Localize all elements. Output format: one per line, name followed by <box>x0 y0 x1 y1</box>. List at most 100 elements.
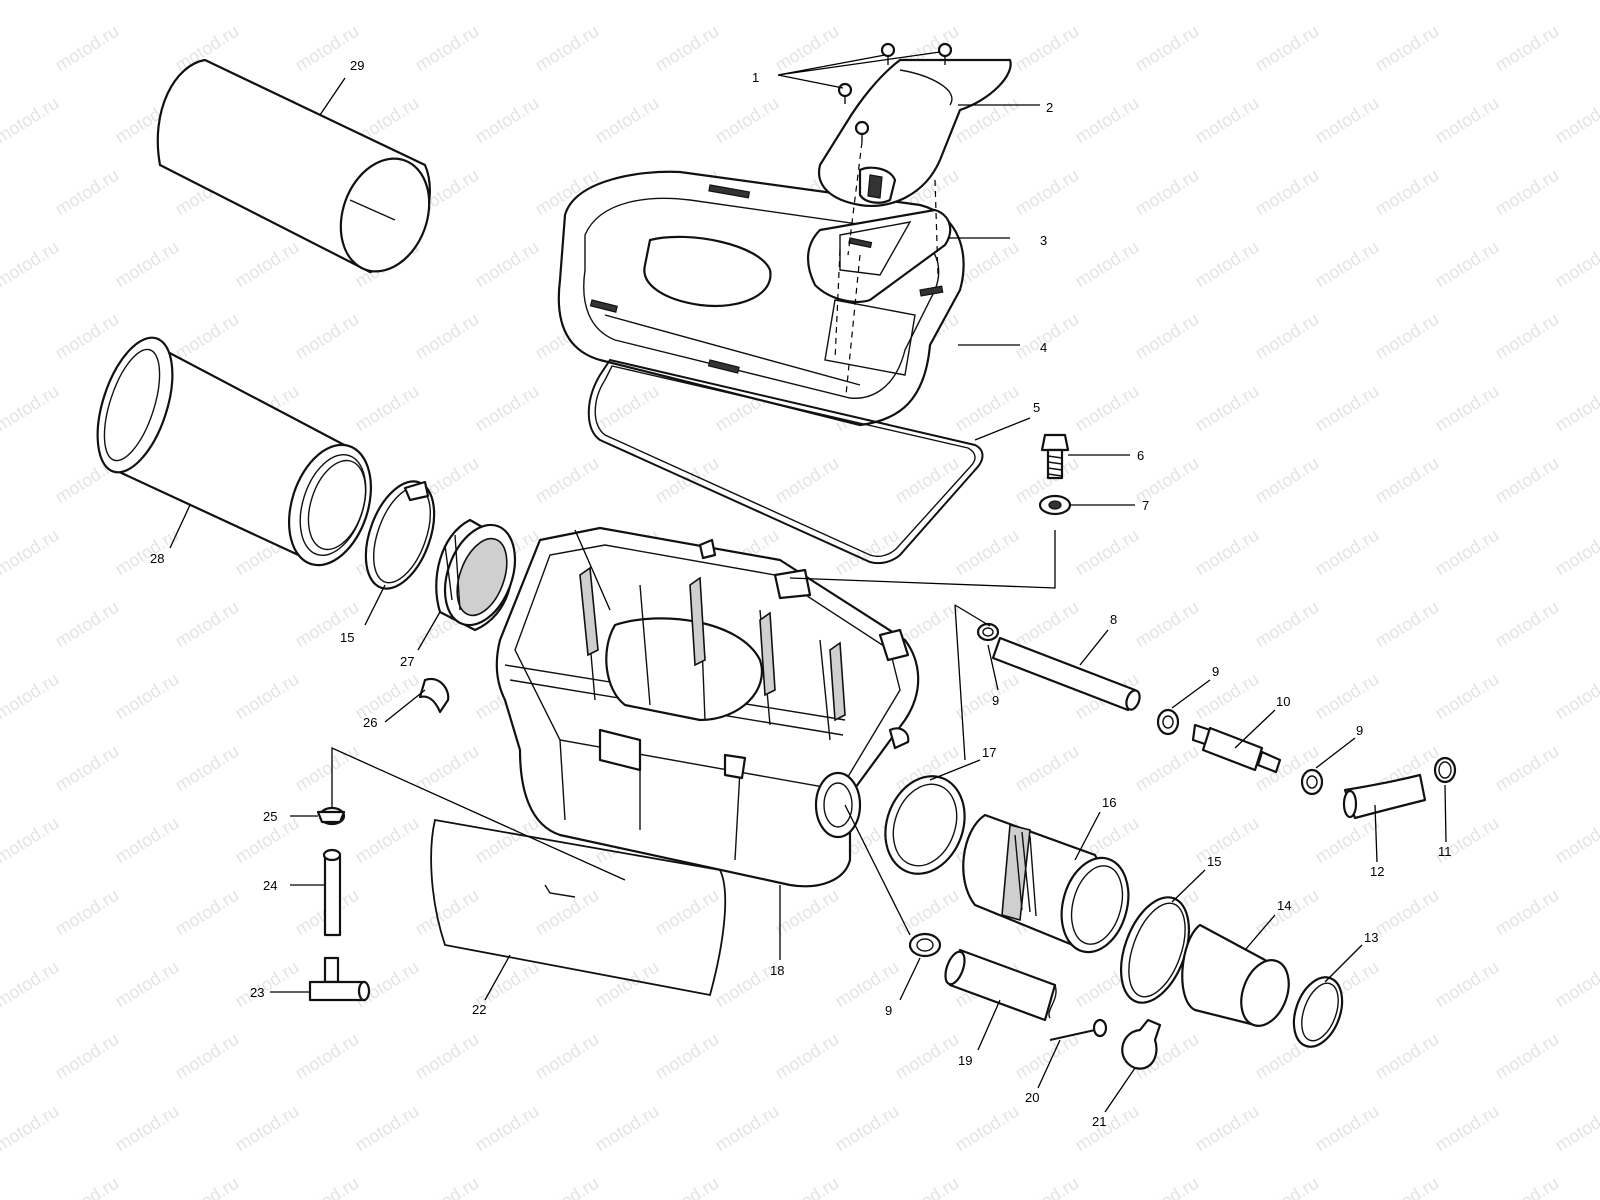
callout-28: 28 <box>150 551 164 566</box>
watermark-text: motod.ru <box>232 0 303 3</box>
watermark-text: motod.ru <box>952 1101 1023 1156</box>
watermark-text: motod.ru <box>112 957 183 1012</box>
part-14-intake-boot <box>1181 923 1290 1027</box>
watermark-text: motod.ru <box>1552 237 1600 292</box>
watermark-text: motod.ru <box>112 1101 183 1156</box>
watermark-text: motod.ru <box>772 1029 843 1084</box>
part-8-breather-hose <box>991 636 1141 712</box>
watermark-text: motod.ru <box>412 1029 483 1084</box>
callout-7: 7 <box>1142 498 1149 513</box>
watermark-text: motod.ru <box>472 381 543 436</box>
watermark-text: motod.ru <box>1552 1101 1600 1156</box>
watermark-text: motod.ru <box>1012 1173 1083 1200</box>
watermark-text: motod.ru <box>52 597 123 652</box>
watermark-text: motod.ru <box>1552 381 1600 436</box>
part-3-duct-gasket <box>807 208 952 303</box>
watermark-text: motod.ru <box>1372 1173 1443 1200</box>
part-20-screw <box>1049 1018 1108 1041</box>
watermark-text: motod.ru <box>1432 813 1503 868</box>
watermark-text: motod.ru <box>1012 165 1083 220</box>
watermark-text: motod.ru <box>1552 525 1600 580</box>
watermark-text: motod.ru <box>412 741 483 796</box>
part-12-drain-tube <box>1342 773 1427 820</box>
part-4-airbox-cover <box>557 170 965 427</box>
watermark-text: motod.ru <box>1252 21 1323 76</box>
watermark-text: motod.ru <box>1072 525 1143 580</box>
watermark-text: motod.ru <box>352 1101 423 1156</box>
watermark-text: motod.ru <box>0 237 62 292</box>
callout-5: 5 <box>1033 400 1040 415</box>
watermark-text: motod.ru <box>292 741 363 796</box>
watermark-text: motod.ru <box>472 813 543 868</box>
watermark-text: motod.ru <box>652 1029 723 1084</box>
watermark-text: motod.ru <box>172 1029 243 1084</box>
watermark-text: motod.ru <box>172 309 243 364</box>
watermark-text: motod.ru <box>1552 813 1600 868</box>
watermark-text: motod.ru <box>172 597 243 652</box>
leader-lines <box>169 51 1447 1113</box>
callout-8: 8 <box>1110 612 1117 627</box>
watermark-text: motod.ru <box>1432 957 1503 1012</box>
watermark-text: motod.ru <box>1252 453 1323 508</box>
watermark-text: motod.ru <box>1252 165 1323 220</box>
watermark-text: motod.ru <box>1432 93 1503 148</box>
watermark-text: motod.ru <box>1192 381 1263 436</box>
callout-23: 23 <box>250 985 264 1000</box>
watermark-text: motod.ru <box>1132 597 1203 652</box>
callout-14: 14 <box>1277 898 1291 913</box>
callout-9-mid: 9 <box>1212 664 1219 679</box>
watermark-text: motod.ru <box>1372 597 1443 652</box>
watermark-text: motod.ru <box>1012 741 1083 796</box>
watermark-text: motod.ru <box>712 1101 783 1156</box>
watermark-text: motod.ru <box>0 525 62 580</box>
watermark-text: motod.ru <box>532 1029 603 1084</box>
watermark-text: motod.ru <box>352 813 423 868</box>
watermark-text: motod.ru <box>1012 597 1083 652</box>
watermark-text: motod.ru <box>1312 93 1383 148</box>
watermark-text: motod.ru <box>952 0 1023 3</box>
callout-9-lower: 9 <box>885 1003 892 1018</box>
watermark-text: motod.ru <box>172 885 243 940</box>
watermark-text: motod.ru <box>112 813 183 868</box>
watermark-text: motod.ru <box>352 381 423 436</box>
callout-1: 1 <box>752 70 759 85</box>
watermark-text: motod.ru <box>1552 669 1600 724</box>
watermark-text: motod.ru <box>0 1101 62 1156</box>
watermark-text: motod.ru <box>1192 93 1263 148</box>
watermark-text: motod.ru <box>892 885 963 940</box>
watermark-text: motod.ru <box>652 21 723 76</box>
callout-11: 11 <box>1438 844 1452 859</box>
watermark-text: motod.ru <box>832 1101 903 1156</box>
callout-22: 22 <box>472 1002 486 1017</box>
watermark-text: motod.ru <box>172 1173 243 1200</box>
watermark-text: motod.ru <box>1192 813 1263 868</box>
callout-16: 16 <box>1102 795 1116 810</box>
watermark-text: motod.ru <box>592 0 663 3</box>
watermark-text: motod.ru <box>1192 0 1263 3</box>
watermark-text: motod.ru <box>1492 597 1563 652</box>
watermark-text: motod.ru <box>1252 309 1323 364</box>
watermark-text: motod.ru <box>112 669 183 724</box>
callout-18: 18 <box>770 963 784 978</box>
part-21-p-clip <box>1121 1018 1162 1070</box>
part-9-clamp-upper <box>976 622 1000 642</box>
watermark-text: motod.ru <box>1492 309 1563 364</box>
watermark-text: motod.ru <box>1012 309 1083 364</box>
part-11-small-clamp <box>1433 756 1457 784</box>
part-9-clamp-right <box>1300 768 1324 796</box>
watermark-text: motod.ru <box>472 237 543 292</box>
watermark-text: motod.ru <box>1072 0 1143 3</box>
watermark-text: motod.ru <box>1552 93 1600 148</box>
watermark-text: motod.ru <box>532 453 603 508</box>
watermark-text: motod.ru <box>112 525 183 580</box>
watermark-text: motod.ru <box>832 0 903 3</box>
watermark-text: motod.ru <box>472 1101 543 1156</box>
watermark-text: motod.ru <box>232 1101 303 1156</box>
watermark-text: motod.ru <box>1132 1173 1203 1200</box>
part-17-o-ring <box>884 775 966 875</box>
part-9-clamp-lower <box>908 932 942 958</box>
watermark-text: motod.ru <box>52 741 123 796</box>
watermark-text: motod.ru <box>1492 741 1563 796</box>
watermark-text: motod.ru <box>1012 1029 1083 1084</box>
watermark-text: motod.ru <box>1192 525 1263 580</box>
